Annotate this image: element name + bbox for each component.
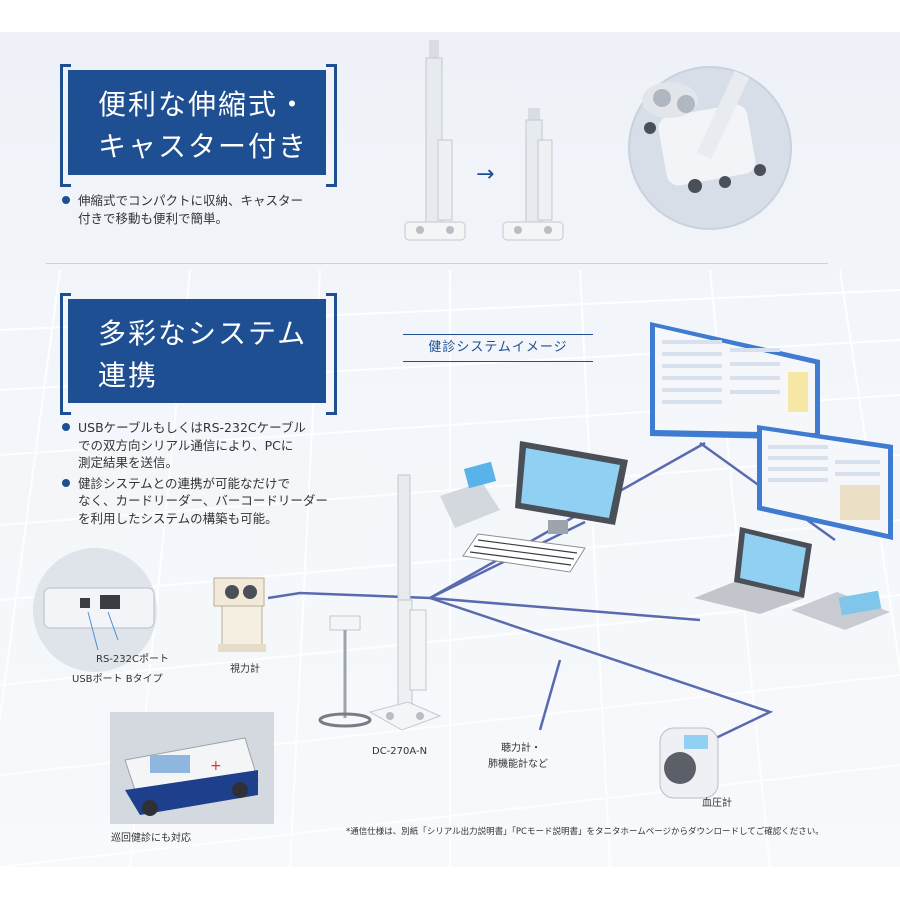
section2-title-line2: 連携	[98, 359, 159, 392]
caster-closeup-image	[628, 66, 792, 230]
hearing-label-line1: 聴力計・	[501, 743, 541, 754]
title-bracket-left	[60, 293, 71, 415]
bullet-dot-icon	[62, 423, 70, 431]
bullet-text-line: 付きで移動も便利で簡単。	[78, 210, 229, 226]
monitor-small-image	[757, 425, 893, 540]
title-bracket-right	[326, 293, 337, 415]
section1-title-line2: キャスター付き	[98, 130, 309, 163]
telescopic-device-compact-icon	[502, 108, 564, 241]
hearing-label: 聴力計・ 肺機能計など	[488, 741, 548, 773]
arrow-right-icon: →	[476, 162, 494, 187]
section1-title: 便利な伸縮式・ キャスター付き	[68, 70, 326, 175]
mobile-checkup-label: 巡回健診にも対応	[111, 833, 191, 844]
title-bracket-right	[326, 64, 337, 187]
bullet-text-line: 伸縮式でコンパクトに収納、キャスター	[78, 193, 304, 208]
body-composition-analyzer-image	[318, 474, 442, 731]
bullet-text-line: 測定結果を送信。	[78, 455, 179, 470]
laptop-image	[694, 527, 812, 614]
hearing-label-line2: 肺機能計など	[488, 759, 548, 770]
title-bracket-left	[60, 64, 71, 187]
section2-bullet: 健診システムとの連携が可能なだけで なく、カードリーダー、バーコードリーダー を…	[62, 475, 352, 528]
blood-pressure-label: 血圧計	[702, 798, 732, 809]
telescopic-device-extended-icon	[404, 40, 466, 241]
monitor-large-image	[650, 322, 820, 440]
card-reader-image	[440, 461, 500, 528]
bullet-text-line: USBケーブルもしくはRS-232Cケーブル	[78, 420, 306, 435]
usb-port-label: USBポート Bタイプ	[72, 674, 163, 685]
section1-title-line1: 便利な伸縮式・	[98, 88, 309, 121]
section-divider	[46, 263, 828, 264]
card-pad-image	[791, 590, 890, 630]
svg-text:+: +	[210, 758, 222, 774]
port-closeup-image	[33, 548, 157, 672]
mobile-clinic-bus-image: +	[110, 712, 274, 824]
diagram-title: 健診システムイメージ	[403, 334, 593, 362]
section2-bullet: USBケーブルもしくはRS-232Cケーブル での双方向シリアル通信により、PC…	[62, 419, 352, 472]
bullet-text-line: での双方向シリアル通信により、PCに	[78, 437, 294, 453]
bullet-text-line: を利用したシステムの構築も可能。	[78, 510, 278, 526]
device-model-label: DC-270A-N	[372, 746, 428, 757]
bullet-dot-icon	[62, 478, 70, 487]
section1-bullets: 伸縮式でコンパクトに収納、キャスター 付きで移動も便利で簡単。	[62, 192, 342, 230]
desktop-pc-image	[462, 441, 628, 573]
vision-tester-image	[213, 577, 266, 652]
section2-bullets: USBケーブルもしくはRS-232Cケーブル での双方向シリアル通信により、PC…	[62, 419, 352, 530]
rs232c-port-label: RS-232Cポート	[96, 654, 169, 665]
bullet-text-line: 健診システムとの連携が可能なだけで	[78, 475, 291, 491]
section1-bullet: 伸縮式でコンパクトに収納、キャスター 付きで移動も便利で簡単。	[62, 192, 342, 227]
bullet-text-line: なく、カードリーダー、バーコードリーダー	[78, 493, 328, 508]
vision-tester-label: 視力計	[230, 664, 260, 675]
section2-title: 多彩なシステム 連携	[68, 299, 326, 403]
blood-pressure-monitor-image	[659, 727, 719, 799]
section2-title-line1: 多彩なシステム	[98, 317, 308, 350]
footnote: *通信仕様は、別紙「シリアル出力説明書」「PCモード説明書」をタニタホームページ…	[346, 827, 824, 837]
bullet-dot-icon	[62, 196, 70, 204]
